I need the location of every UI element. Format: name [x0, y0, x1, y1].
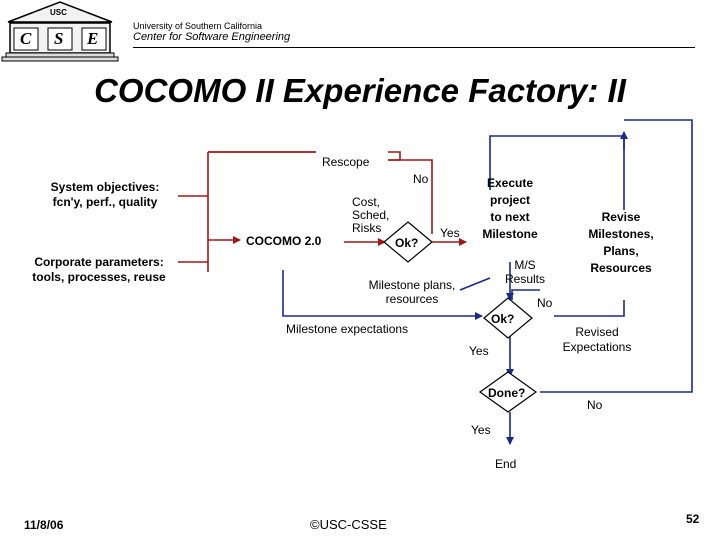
- logo-letter-s: S: [54, 29, 64, 48]
- done-label: Done?: [488, 386, 526, 400]
- cse-logo: [1, 1, 119, 62]
- center-name: Center for Software Engineering: [133, 31, 291, 43]
- milestone-plans-label: Milestone plans, resources: [368, 278, 456, 306]
- footer-date: 11/8/06: [24, 518, 64, 532]
- cost-sched-risks-label: Cost, Sched, Risks: [352, 195, 390, 235]
- yes-label-3: Yes: [471, 423, 491, 437]
- page-title: COCOMO II Experience Factory: II: [94, 72, 626, 109]
- rescope-label: Rescope: [322, 155, 370, 169]
- blue-flow: [282, 119, 693, 445]
- milestone-expectations-label: Milestone expectations: [286, 322, 409, 336]
- page-number: 52: [686, 512, 700, 526]
- execute-project-label: Execute project to next Milestone: [482, 176, 538, 241]
- no-label-3: No: [587, 398, 603, 412]
- revised-expectations-label: Revised Expectations: [562, 325, 632, 354]
- logo-letter-c: C: [20, 29, 32, 48]
- yes-label-1: Yes: [440, 226, 460, 240]
- ok-label-1: Ok?: [395, 236, 419, 250]
- header-rule: [133, 47, 695, 48]
- no-label-2: No: [537, 296, 553, 310]
- end-label: End: [495, 457, 517, 471]
- done-decision: [478, 371, 538, 413]
- red-flow: [178, 151, 467, 272]
- system-objectives-label: System objectives: fcn'y, perf., quality: [50, 180, 160, 209]
- university-name: University of Southern California: [133, 21, 263, 31]
- revise-label: Revise Milestones, Plans, Resources: [588, 210, 654, 275]
- ok-label-2: Ok?: [491, 312, 515, 326]
- ok-decision-2: [483, 297, 533, 339]
- logo-top-text: USC: [50, 8, 67, 17]
- cocomo-label: COCOMO 2.0: [246, 234, 322, 248]
- yes-label-2: Yes: [469, 344, 489, 358]
- corporate-parameters-label: Corporate parameters: tools, processes, …: [32, 255, 166, 284]
- ms-results-label: M/S Results: [505, 258, 546, 286]
- ok-decision-1: [383, 221, 433, 263]
- no-label-1: No: [413, 172, 429, 186]
- footer-copyright: ©USC-CSSE: [310, 517, 387, 532]
- logo-letter-e: E: [87, 29, 99, 48]
